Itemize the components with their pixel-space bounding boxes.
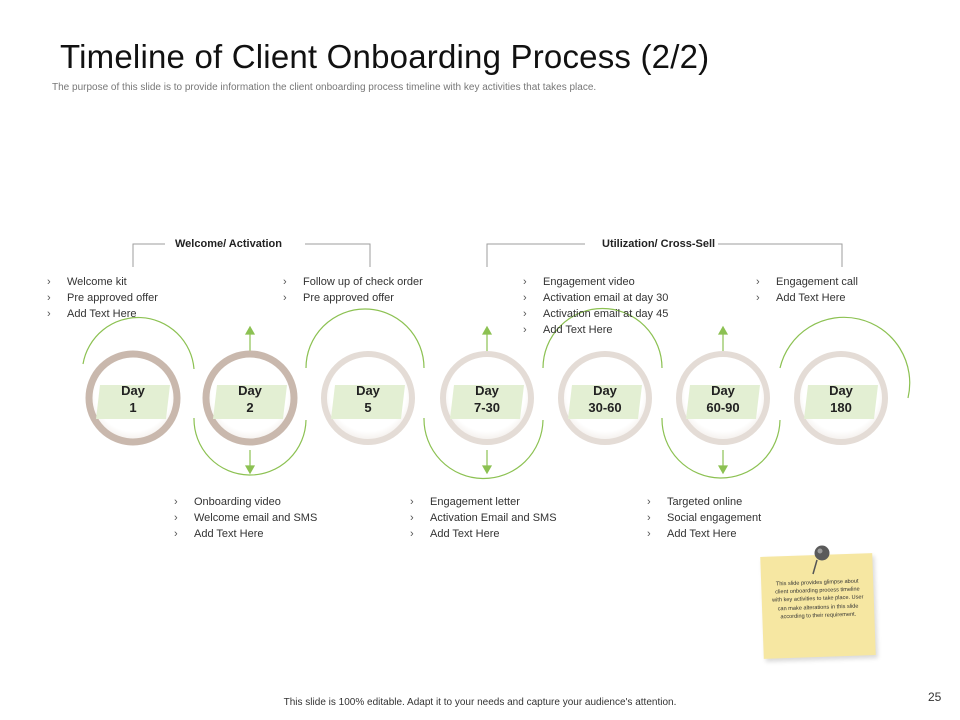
bullet-chevron-icon: › (47, 292, 51, 304)
utilization-bracket (486, 243, 843, 267)
bullet-chevron-icon: › (523, 276, 527, 288)
bullet-chevron-icon: › (756, 292, 760, 304)
list-item: ›Add Text Here (410, 528, 500, 540)
activity-list-day1: ›Welcome kit ›Pre approved offer ›Add Te… (47, 274, 158, 322)
list-item: ›Add Text Here (756, 292, 846, 304)
activity-list-day7-30: ›Engagement letter ›Activation Email and… (410, 494, 557, 542)
day-ring-1 (85, 350, 181, 446)
list-item: ›Activation Email and SMS (410, 512, 557, 524)
day-ring-4 (440, 351, 534, 445)
pushpin-icon (812, 545, 830, 575)
list-item: ›Engagement call (756, 276, 858, 288)
bullet-chevron-icon: › (47, 308, 51, 320)
welcome-bracket (132, 243, 371, 267)
list-item: ›Social engagement (647, 512, 762, 524)
activity-list-day2: ›Onboarding video ›Welcome email and SMS… (174, 494, 317, 542)
day-ring-6 (676, 351, 770, 445)
day-ring-2 (202, 350, 298, 446)
up-arrows (244, 325, 729, 352)
bullet-chevron-icon: › (283, 292, 287, 304)
list-item: ›Engagement letter (410, 496, 520, 508)
page-title: Timeline of Client Onboarding Process (2… (60, 38, 710, 75)
wave-connector (82, 307, 911, 480)
bullet-chevron-icon: › (523, 292, 527, 304)
list-item: ›Engagement video (523, 276, 635, 288)
list-item: ›Welcome kit (47, 276, 127, 288)
activity-list-day60-90: ›Targeted online ›Social engagement ›Add… (647, 494, 761, 542)
day-ring-7 (794, 351, 888, 445)
list-item: ›Pre approved offer (47, 292, 158, 304)
list-item: ›Onboarding video (174, 496, 281, 508)
sticky-note-text: This slide provides glimpse about client… (771, 578, 864, 621)
page-subtitle: The purpose of this slide is to provide … (52, 82, 597, 93)
bullet-chevron-icon: › (410, 496, 414, 508)
activity-list-day5: ›Follow up of check order ›Pre approved … (283, 274, 423, 306)
list-item: ›Add Text Here (47, 308, 137, 320)
bullet-chevron-icon: › (283, 276, 287, 288)
bullet-chevron-icon: › (174, 496, 178, 508)
bullet-chevron-icon: › (174, 512, 178, 524)
page-number: 25 (928, 690, 942, 704)
bullet-chevron-icon: › (410, 512, 414, 524)
day-ring-5 (558, 351, 652, 445)
list-item: ›Welcome email and SMS (174, 512, 318, 524)
bullet-chevron-icon: › (410, 528, 414, 540)
phase-label-utilization: Utilization/ Cross-Sell (602, 238, 716, 250)
activity-list-day30-60: ›Engagement video ›Activation email at d… (523, 274, 668, 338)
list-item: ›Add Text Here (174, 528, 264, 540)
footer-note: This slide is 100% editable. Adapt it to… (283, 697, 677, 708)
bullet-chevron-icon: › (647, 528, 651, 540)
down-arrows (244, 450, 729, 475)
bullet-chevron-icon: › (647, 512, 651, 524)
list-item: ›Activation email at day 45 (523, 308, 669, 320)
list-item: ›Targeted online (647, 496, 743, 508)
bullet-chevron-icon: › (756, 276, 760, 288)
bullet-chevron-icon: › (47, 276, 51, 288)
list-item: ›Pre approved offer (283, 292, 394, 304)
activity-list-day180: ›Engagement call ›Add Text Here (756, 274, 858, 306)
bullet-chevron-icon: › (174, 528, 178, 540)
list-item: ›Activation email at day 30 (523, 292, 669, 304)
day-ring-3 (321, 351, 415, 445)
list-item: ›Add Text Here (647, 528, 737, 540)
bullet-chevron-icon: › (523, 308, 527, 320)
list-item: ›Follow up of check order (283, 276, 423, 288)
bullet-chevron-icon: › (523, 324, 527, 336)
list-item: ›Add Text Here (523, 324, 613, 336)
bullet-chevron-icon: › (647, 496, 651, 508)
phase-label-welcome: Welcome/ Activation (175, 238, 282, 250)
